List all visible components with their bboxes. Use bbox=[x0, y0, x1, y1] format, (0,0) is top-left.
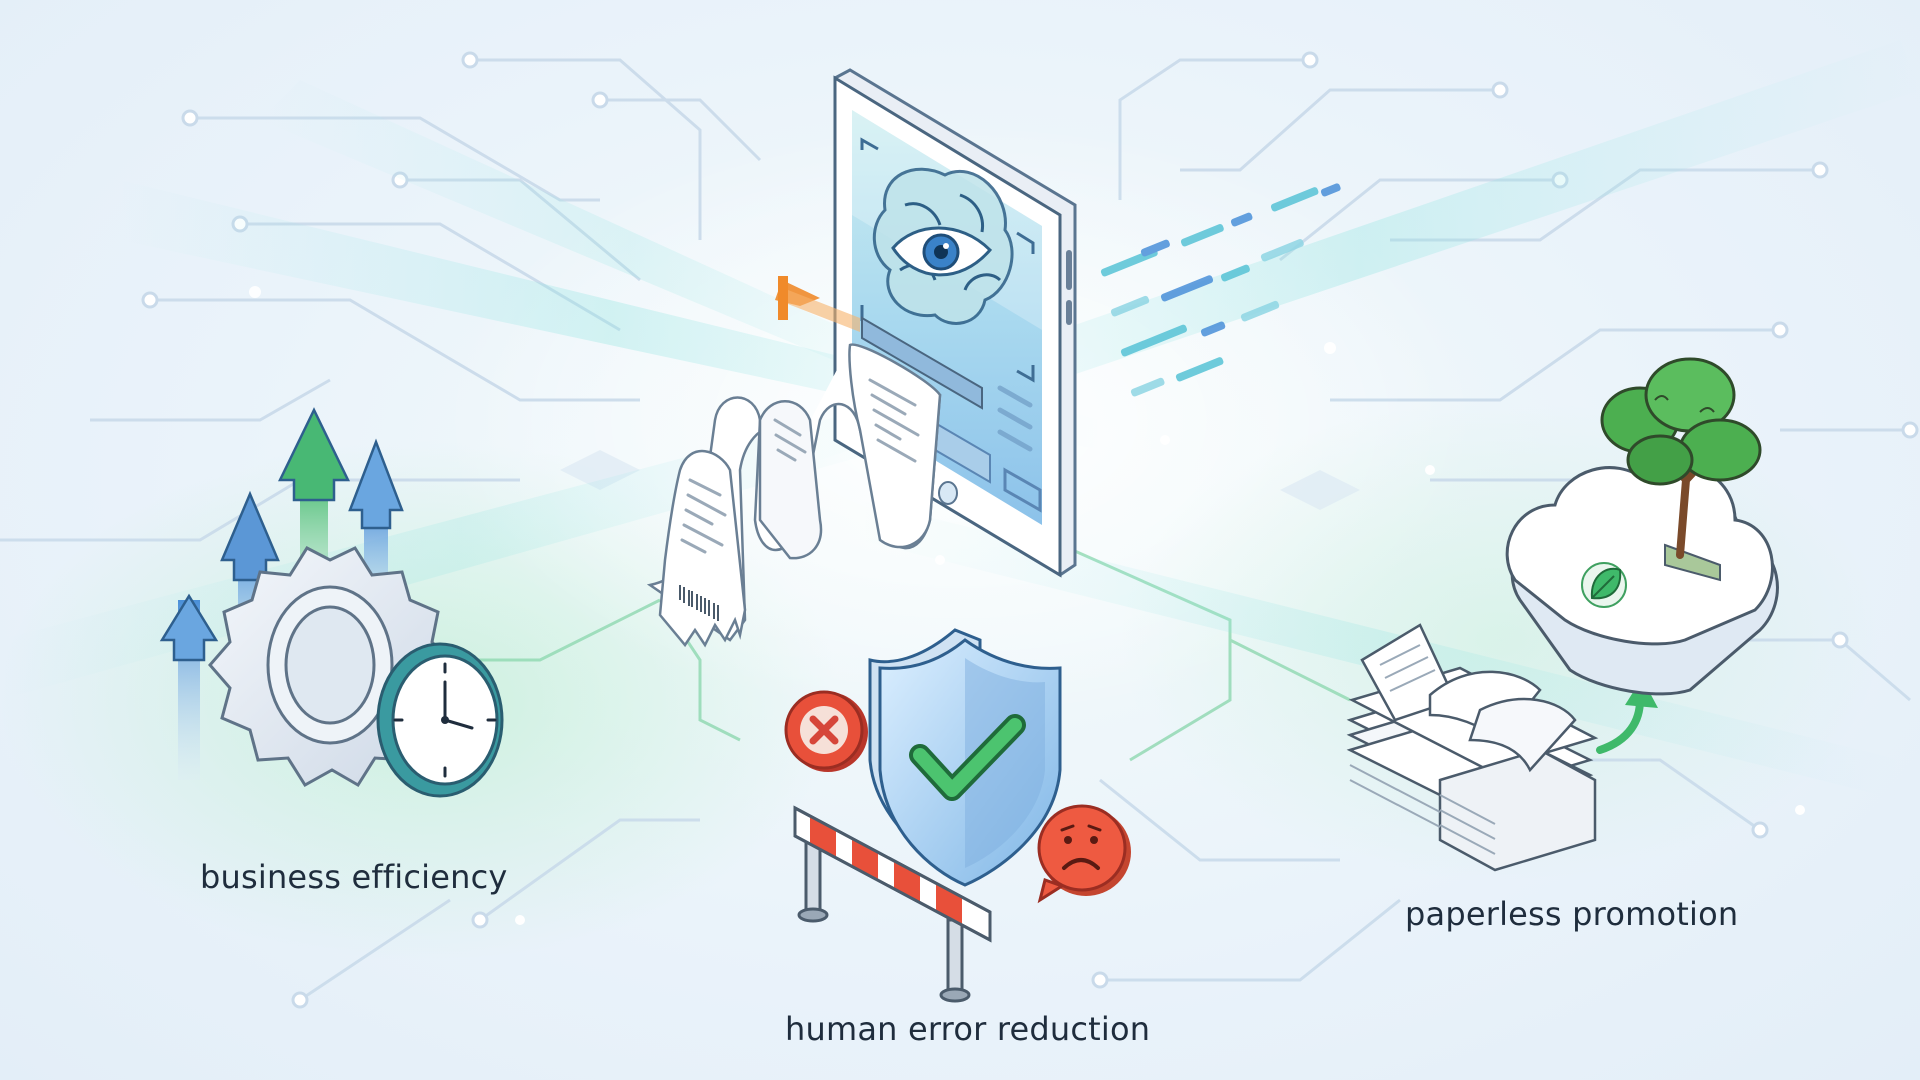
barrier-icon bbox=[793, 805, 992, 1003]
clock-icon bbox=[376, 642, 504, 798]
label-human-error-reduction: human error reduction bbox=[785, 1010, 1151, 1048]
data-stream-icon bbox=[1100, 183, 1341, 397]
paper-stack-icon bbox=[1346, 623, 1599, 872]
leaf-icon bbox=[1590, 567, 1622, 600]
sad-face-icon bbox=[1037, 804, 1131, 904]
sparkles bbox=[249, 286, 1805, 925]
barcode-icon bbox=[679, 585, 719, 621]
shield-check-icon bbox=[868, 628, 1062, 887]
label-business-efficiency: business efficiency bbox=[200, 858, 508, 896]
receipt-roll-icon bbox=[646, 343, 942, 648]
error-x-icon bbox=[784, 690, 868, 772]
scan-beam-icon bbox=[775, 276, 983, 410]
label-paperless-promotion: paperless promotion bbox=[1405, 895, 1739, 933]
tree-icon bbox=[1600, 357, 1762, 559]
ai-eye-brain-icon bbox=[872, 167, 1014, 325]
